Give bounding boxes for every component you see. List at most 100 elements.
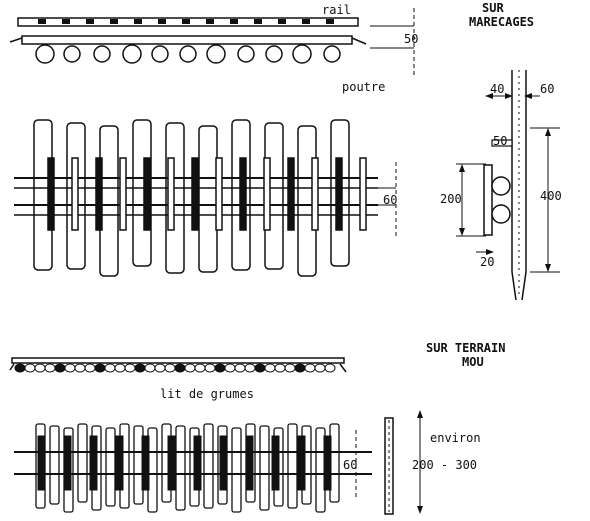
soft-plan-log bbox=[231, 427, 242, 513]
marsh-rail-tie bbox=[230, 19, 238, 24]
marsh-log-upper bbox=[491, 176, 511, 196]
soft-rail bbox=[11, 357, 345, 364]
soft-plan-log bbox=[259, 425, 270, 511]
soft-plan-tie bbox=[37, 435, 46, 491]
marsh-rail-tie bbox=[278, 19, 286, 24]
marsh-rail-tie bbox=[206, 19, 214, 24]
marsh-rail-tie bbox=[158, 19, 166, 24]
marsh-side-log bbox=[151, 45, 169, 63]
soft-plan-tie bbox=[219, 435, 228, 491]
marsh-plan-tie bbox=[167, 157, 175, 231]
soft-title-line1: SUR TERRAIN bbox=[426, 341, 505, 355]
marsh-plan-tie bbox=[143, 157, 151, 231]
soft-title-line2: MOU bbox=[462, 355, 484, 369]
marsh-rail-tie bbox=[38, 19, 46, 24]
soft-bed-log bbox=[284, 363, 296, 373]
marsh-cap bbox=[491, 139, 513, 147]
marsh-plan-view: 60 bbox=[14, 119, 397, 277]
marsh-plan-tie bbox=[191, 157, 199, 231]
marsh-side-log bbox=[206, 44, 226, 64]
marsh-dim-50: 50 bbox=[493, 134, 507, 148]
soft-range-label: 200 - 300 bbox=[412, 458, 477, 472]
soft-bed-log bbox=[114, 363, 126, 373]
marsh-dim-60: 60 bbox=[540, 82, 554, 96]
soft-bed-log bbox=[244, 363, 256, 373]
soft-bed-log bbox=[154, 363, 166, 373]
marsh-post bbox=[511, 70, 527, 301]
soft-bed-log bbox=[84, 363, 96, 373]
marsh-plan-tie bbox=[119, 157, 127, 231]
soft-bed-log bbox=[104, 363, 116, 373]
soft-plan-log bbox=[175, 425, 186, 511]
soft-plan-tie bbox=[115, 435, 124, 491]
marsh-plan-ties bbox=[47, 157, 367, 231]
soft-plan-ties bbox=[37, 435, 332, 491]
marsh-side-beam bbox=[21, 35, 353, 45]
marsh-rail-tie bbox=[182, 19, 190, 24]
soft-bed-log bbox=[44, 363, 56, 373]
soft-bed-log bbox=[204, 363, 216, 373]
marsh-rail-tie bbox=[134, 19, 142, 24]
soft-cross-log bbox=[384, 417, 394, 515]
marsh-rail-tie bbox=[254, 19, 262, 24]
marsh-plan-tie bbox=[95, 157, 103, 231]
marsh-plan-tie bbox=[239, 157, 247, 231]
marsh-side-log bbox=[63, 45, 81, 63]
marsh-rail-tie bbox=[326, 19, 334, 24]
marsh-board bbox=[483, 164, 493, 236]
marsh-plan-tie bbox=[263, 157, 271, 231]
marsh-side-logs bbox=[35, 44, 341, 64]
soft-plan-tie bbox=[63, 435, 72, 491]
soft-bed-log bbox=[34, 363, 46, 373]
marsh-side-log bbox=[93, 45, 111, 63]
soft-bed-label: lit de grumes bbox=[160, 387, 254, 401]
marsh-plan-tie bbox=[359, 157, 367, 231]
soft-bed-log bbox=[274, 363, 286, 373]
marsh-plan-tie bbox=[311, 157, 319, 231]
marsh-plan-tie bbox=[335, 157, 343, 231]
soft-plan-log bbox=[287, 423, 298, 509]
soft-bed-log bbox=[214, 363, 226, 373]
soft-plan-dim-60: 60 bbox=[343, 458, 357, 472]
soft-bed-log bbox=[74, 363, 86, 373]
soft-bed-log bbox=[124, 363, 136, 373]
marsh-rail-label: rail bbox=[322, 3, 351, 17]
marsh-plan-log bbox=[198, 125, 218, 273]
soft-plan-logs bbox=[35, 423, 340, 513]
marsh-rail-tie bbox=[86, 19, 94, 24]
marsh-side-dim-50: 50 bbox=[404, 32, 418, 46]
soft-bed-log bbox=[14, 363, 26, 373]
marsh-side-log bbox=[122, 44, 142, 64]
marsh-side-log bbox=[179, 45, 197, 63]
soft-bed-log bbox=[64, 363, 76, 373]
marsh-rail-tie bbox=[302, 19, 310, 24]
soft-bed-log bbox=[24, 363, 36, 373]
marsh-side-log bbox=[35, 44, 55, 64]
soft-side-view: lit de grumes bbox=[9, 357, 347, 401]
marsh-side-log bbox=[292, 44, 312, 64]
soft-bed-log bbox=[324, 363, 336, 373]
marsh-plan-tie bbox=[215, 157, 223, 231]
marsh-rail-ties bbox=[38, 19, 334, 24]
marsh-side-log bbox=[237, 45, 255, 63]
soft-plan-view: 60 environ 200 - 300 bbox=[14, 410, 481, 515]
soft-plan-tie bbox=[297, 435, 306, 491]
soft-plan-log bbox=[105, 427, 116, 507]
marsh-plan-tie bbox=[47, 157, 55, 231]
soft-plan-tie bbox=[89, 435, 98, 491]
soft-plan-log bbox=[49, 425, 60, 505]
soft-bed-log bbox=[94, 363, 106, 373]
soft-bed-log bbox=[254, 363, 266, 373]
soft-environ-label: environ bbox=[430, 431, 481, 445]
soft-plan-tie bbox=[245, 435, 254, 491]
soft-plan-tie bbox=[167, 435, 176, 491]
soft-bed-log bbox=[304, 363, 316, 373]
soft-bed-log bbox=[54, 363, 66, 373]
soft-bed-log bbox=[174, 363, 186, 373]
marsh-dim-400: 400 bbox=[540, 189, 562, 203]
soft-bed-log bbox=[194, 363, 206, 373]
soft-plan-tie bbox=[141, 435, 150, 491]
marsh-dim-200: 200 bbox=[440, 192, 462, 206]
